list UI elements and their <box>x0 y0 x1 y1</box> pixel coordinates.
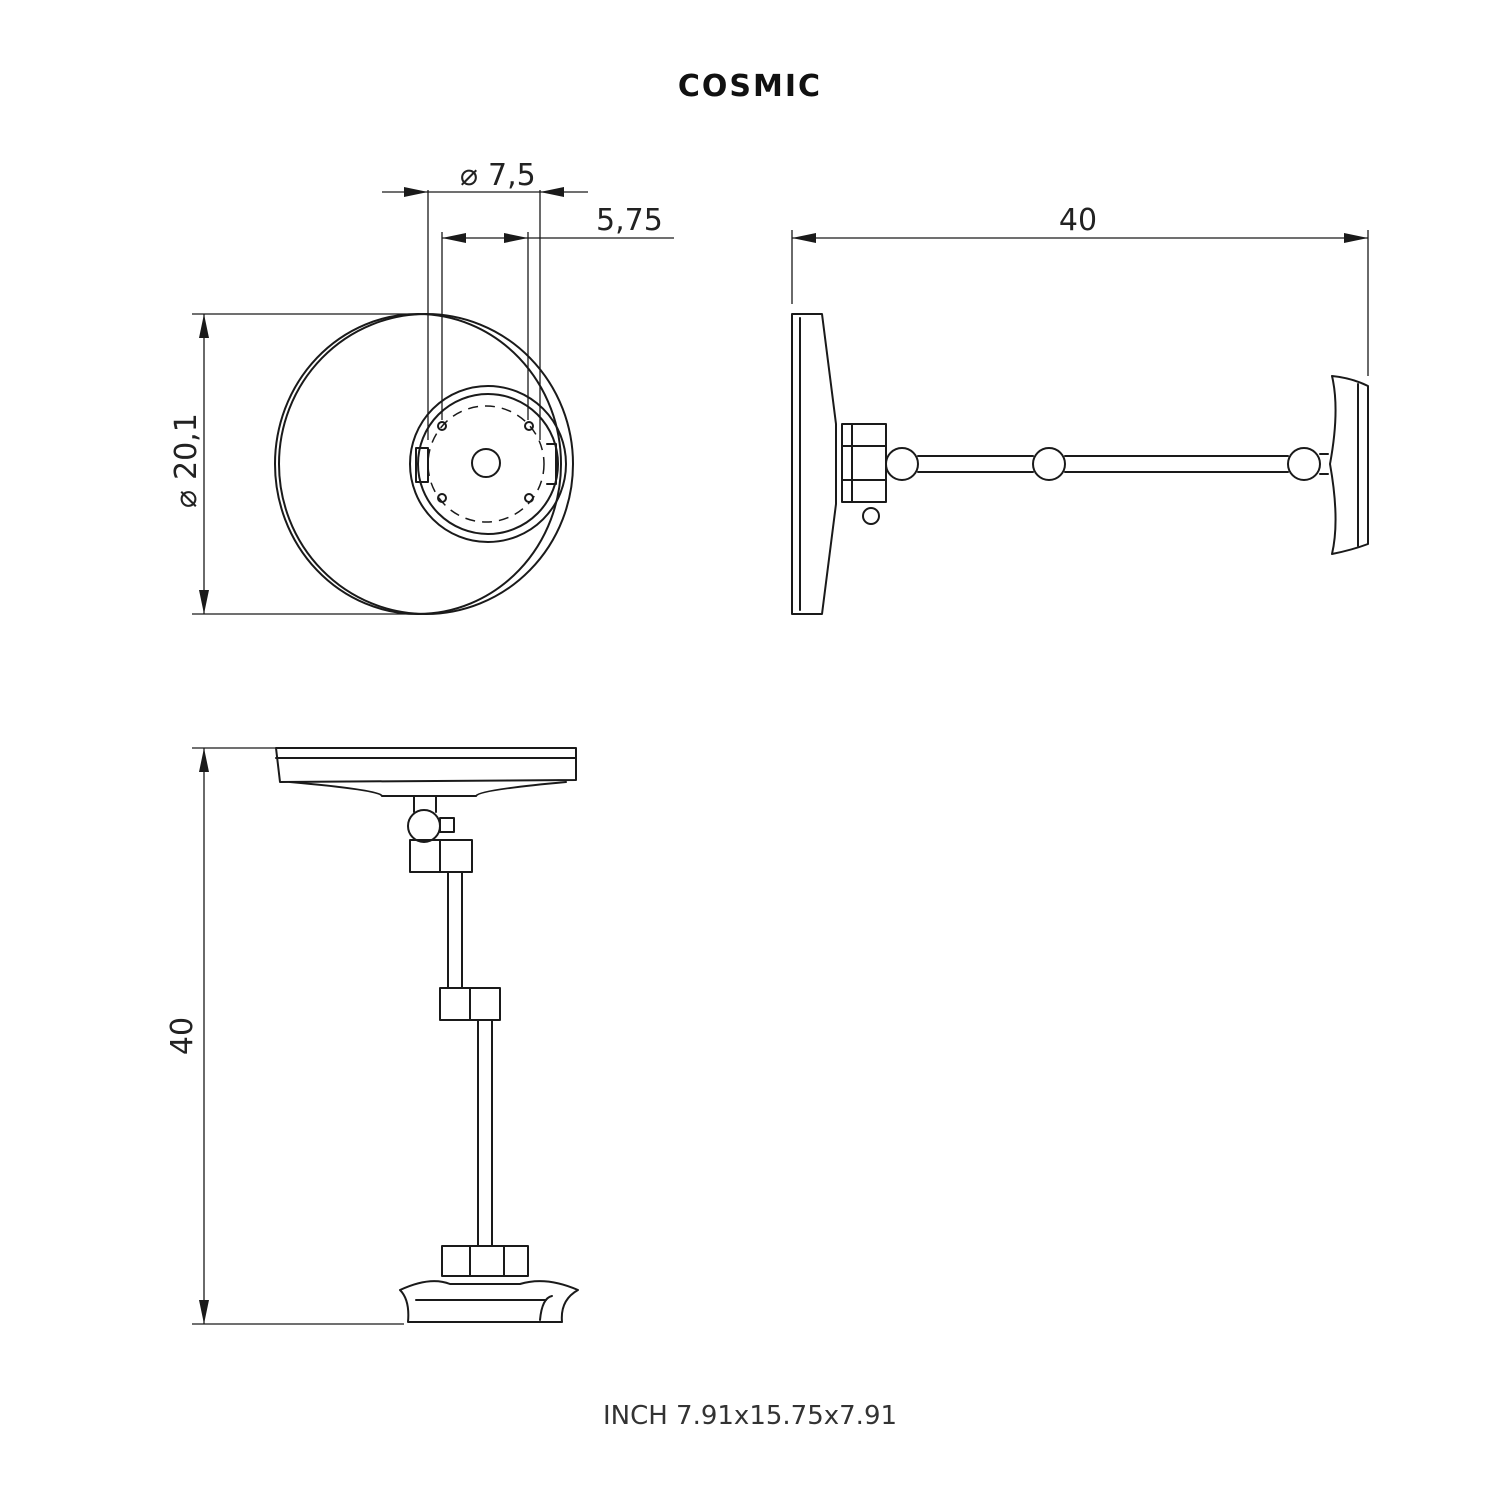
front-view <box>274 190 574 615</box>
base-plate-inner <box>417 393 559 535</box>
dim-front-diameter: ⌀ 20,1 <box>169 313 426 615</box>
dim-label-40-vertical: 40 <box>165 1017 200 1055</box>
side-view <box>791 313 1369 615</box>
dim-side-width: 40 <box>791 203 1369 376</box>
center-hole <box>471 448 501 478</box>
dim-top-diameter: ⌀ 7,5 <box>382 158 588 197</box>
dim-label-7-5: 7,5 <box>488 158 536 193</box>
hidden-circle <box>427 405 545 523</box>
hinge-knob <box>862 507 880 525</box>
brand-title: COSMIC <box>678 69 822 104</box>
screw-hole-2 <box>524 421 534 431</box>
mirror-side-profile <box>791 313 837 615</box>
joint-ball-3 <box>1287 447 1321 481</box>
hinge-block <box>841 423 887 503</box>
bracket-left <box>415 447 429 483</box>
screw-hole-3 <box>437 493 447 503</box>
bracket-right <box>546 443 557 485</box>
wall-plate-top <box>399 1280 579 1323</box>
joint-ball-2 <box>1032 447 1066 481</box>
diameter-symbol-vertical: ⌀ <box>169 490 204 508</box>
joint-ball-1 <box>885 447 919 481</box>
screw-hole-1 <box>437 421 447 431</box>
screw-hole-4 <box>524 493 534 503</box>
wall-plate-side <box>1329 375 1369 555</box>
dim-top-height: 40 <box>165 747 404 1325</box>
dim-label-20-1: 20,1 <box>169 413 204 480</box>
base-joint-top <box>441 1245 529 1277</box>
footer-inch-dimensions: INCH 7.91x15.75x7.91 <box>603 1401 897 1431</box>
mirror-top-profile <box>275 747 577 783</box>
dim-label-5-75: 5,75 <box>596 203 663 238</box>
dim-label-40-horizontal: 40 <box>1059 203 1097 238</box>
swivel-knob <box>407 809 441 843</box>
base-plate-outer <box>409 385 567 543</box>
diameter-symbol: ⌀ <box>460 158 478 193</box>
mirror-rim-circle <box>278 313 574 615</box>
dim-top-spacing: 5,75 <box>442 203 674 243</box>
top-view <box>275 747 579 1323</box>
